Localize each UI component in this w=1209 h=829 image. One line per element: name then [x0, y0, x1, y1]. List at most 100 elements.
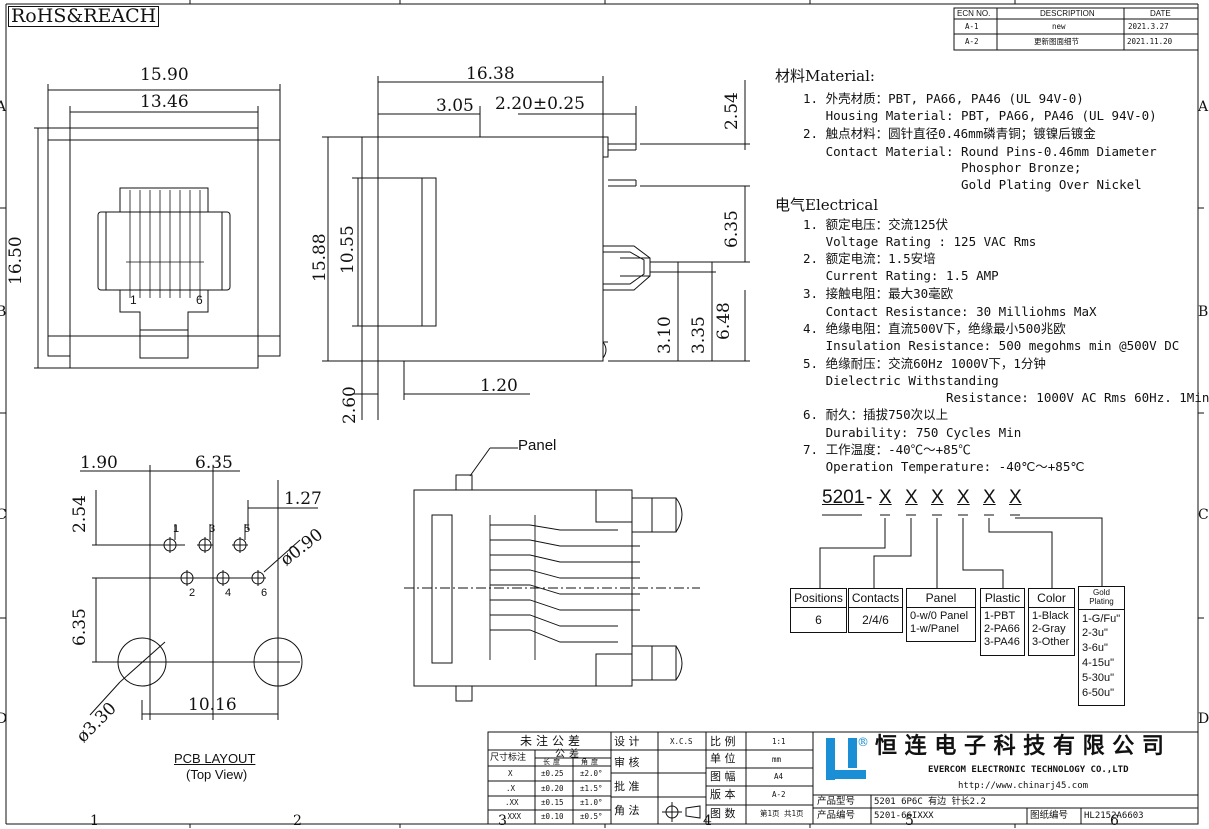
- title-block-lines: [487, 731, 1199, 825]
- dim-15-88: 15.88: [310, 233, 330, 282]
- option-gold-value-0: 1-G/Fu": [1082, 612, 1121, 625]
- option-contacts: Contacts 2/4/6: [848, 588, 903, 633]
- pcb-pin-5-label: 5: [244, 523, 251, 535]
- col-2-label: 2: [293, 813, 302, 829]
- option-positions-header: Positions: [791, 589, 846, 608]
- pcb-layout-subtitle: (Top View): [186, 767, 248, 782]
- tb-design-value: X.C.S: [670, 737, 693, 746]
- col-1-label: 1: [90, 813, 99, 829]
- option-gold-value-4: 5-30u": [1082, 671, 1115, 684]
- tb-tolerance-title: 未注公差: [520, 734, 585, 748]
- row-c-label-right: C: [1198, 507, 1209, 523]
- option-panel: Panel 0-w/0 Panel 1-w/Panel: [906, 588, 976, 642]
- pn-x-2: X: [905, 487, 918, 508]
- materials-line-5: Phosphor Bronze;: [803, 160, 1082, 175]
- option-plastic-value-2: 3-PA46: [984, 635, 1020, 648]
- dim-10-55: 10.55: [338, 225, 358, 274]
- tb-dwg-value: HL2152A6603: [1084, 811, 1144, 821]
- rev-1-desc: new: [1052, 22, 1066, 31]
- tb-company-en: EVERCOM ELECTRONIC TECHNOLOGY CO.,LTD: [928, 765, 1129, 775]
- logo-registered-mark: ®: [857, 735, 869, 749]
- dim-2-54-pcb: 2.54: [70, 495, 90, 533]
- dim-1-27: 1.27: [284, 489, 322, 509]
- electrical-line-9: 5. 绝缘耐压：交流60Hz 1000V下，1分钟: [803, 356, 1046, 371]
- pcb-pin-holes: [162, 537, 266, 586]
- dim-16-38: 16.38: [466, 64, 515, 84]
- tb-website: http://www.chinarj45.com: [958, 781, 1089, 791]
- materials-line-3: 2. 触点材料：圆针直径0.46mm磷青铜；镀镍后镀金: [803, 126, 1096, 141]
- tb-size-label2: 图 幅: [710, 770, 736, 783]
- tb-approve-label: 批 准: [614, 780, 640, 793]
- pcb-pin-1-label: 1: [173, 523, 180, 535]
- panel-label: Panel: [518, 437, 557, 454]
- tb-tol-row-2-len: ±0.20: [541, 784, 564, 793]
- option-gold-value-5: 6-50u": [1082, 686, 1115, 699]
- dim-3-05: 3.05: [436, 96, 474, 116]
- rev-header-ecn: ECN NO.: [957, 9, 991, 18]
- option-contacts-header: Contacts: [849, 589, 902, 608]
- tb-angle-label: 角 法: [614, 804, 640, 817]
- tb-pn-value: 5201-66IXXX: [874, 811, 934, 821]
- electrical-line-7: 4. 绝缘电阻：直流500V下，绝缘最小500兆欧: [803, 321, 1066, 336]
- tb-unit-label: 单 位: [710, 752, 736, 765]
- tb-unit-value: mm: [772, 755, 782, 764]
- row-d-label-right: D: [1198, 711, 1209, 727]
- tb-tol-row-4-ang: ±0.5°: [580, 812, 603, 821]
- revision-table-lines: [953, 7, 1199, 51]
- electrical-line-10: Dielectric Withstanding: [803, 373, 999, 388]
- option-color-value-0: 1-Black: [1032, 610, 1069, 622]
- tb-model-value: 5201 6P6C 有边 针长2.2: [874, 797, 986, 807]
- option-contacts-value: 2/4/6: [862, 613, 889, 627]
- pn-dash: -: [866, 487, 873, 508]
- rev-2-desc: 更新图面细节: [1034, 37, 1079, 46]
- option-color: Color 1-Black 2-Gray 3-Other: [1028, 588, 1075, 656]
- col-4-label: 4: [703, 813, 712, 829]
- option-color-header: Color: [1029, 589, 1074, 608]
- rev-1-ecn: A-1: [965, 22, 979, 31]
- dim-13-46: 13.46: [140, 92, 189, 112]
- pn-x-3: X: [931, 487, 944, 508]
- tb-tol-row-1-size: X: [508, 769, 513, 778]
- electrical-line-12: 6. 耐久：插拔750次以上: [803, 407, 949, 422]
- panel-view: [404, 447, 700, 702]
- tb-sheets-value: 第1页 共1页: [760, 809, 804, 818]
- option-gold-value-1: 2-3u": [1082, 627, 1108, 640]
- option-color-value-2: 3-Other: [1032, 635, 1070, 648]
- electrical-line-3: 2. 额定电流：1.5安培: [803, 251, 936, 266]
- row-c-label: C: [0, 507, 7, 523]
- electrical-title: 电气Electrical: [775, 196, 879, 214]
- electrical-line-8: Insulation Resistance: 500 megohms min @…: [803, 338, 1180, 353]
- tb-company-cn: 恒 连 电 子 科 技 有 限 公 司: [875, 734, 1164, 759]
- dim-3-35: 3.35: [689, 316, 709, 354]
- dim-6-35-pcb-left: 6.35: [70, 608, 90, 646]
- option-plastic-value-1: 2-PA66: [984, 622, 1020, 635]
- tb-len-label: 长度: [543, 758, 563, 766]
- materials-line-6: Gold Plating Over Nickel: [803, 177, 1142, 192]
- front-pin-1-label: 1: [130, 293, 137, 307]
- company-logo: [826, 738, 866, 780]
- rohs-label: RoHS&REACH: [8, 6, 160, 27]
- electrical-line-14: 7. 工作温度：-40℃～+85℃: [803, 442, 971, 457]
- tb-tol-row-2-size: .X: [506, 784, 516, 793]
- materials-line-4: Contact Material: Round Pins-0.46mm Diam…: [803, 144, 1157, 159]
- option-positions-value: 6: [815, 613, 822, 627]
- electrical-line-5: 3. 接触电阻：最大30毫欧: [803, 286, 954, 301]
- electrical-line-6: Contact Resistance: 30 Milliohms MaX: [803, 304, 1097, 319]
- option-positions: Positions 6: [790, 588, 847, 633]
- option-color-value-1: 2-Gray: [1032, 622, 1066, 635]
- electrical-line-4: Current Rating: 1.5 AMP: [803, 268, 999, 283]
- dim-6-35-pcb-top: 6.35: [195, 453, 233, 473]
- electrical-line-1: 1. 额定电压：交流125伏: [803, 217, 949, 232]
- dim-16-50: 16.50: [6, 236, 26, 285]
- pcb-pin-3-label: 3: [209, 523, 216, 535]
- tb-tol-label: 公差: [555, 749, 583, 760]
- pcb-layout-view: [80, 465, 318, 720]
- option-plastic-header: Plastic: [981, 589, 1024, 608]
- materials-line-2: Housing Material: PBT, PA66, PA46 (UL 94…: [803, 108, 1157, 123]
- front-view: [34, 84, 281, 369]
- electrical-line-2: Voltage Rating : 125 VAC Rms: [803, 234, 1037, 249]
- tb-size-label: 尺寸标注: [490, 753, 527, 763]
- dim-3-10: 3.10: [655, 316, 675, 354]
